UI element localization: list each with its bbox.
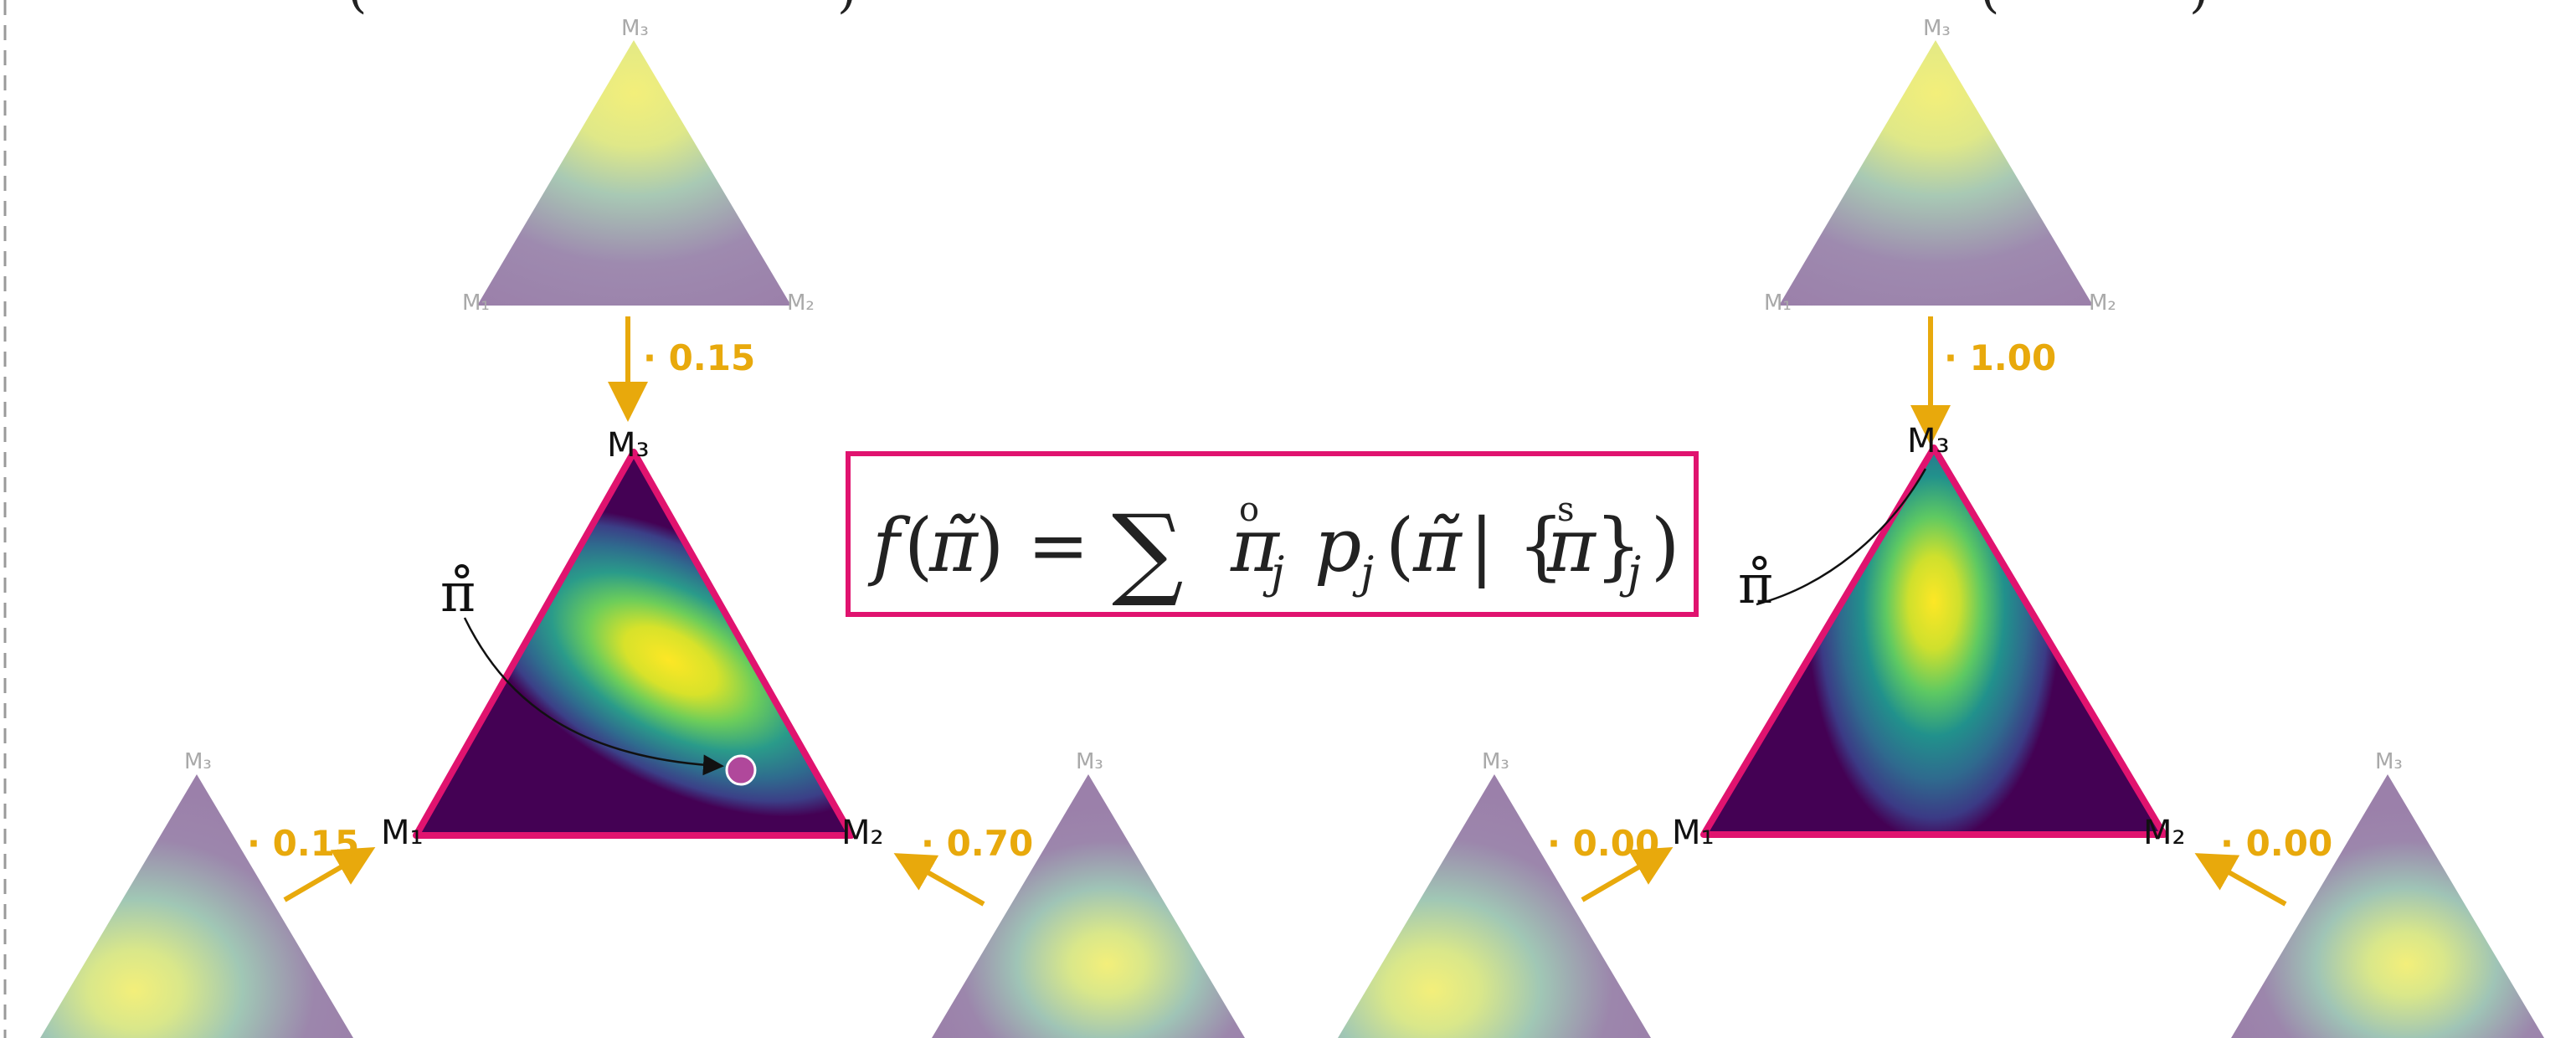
vertex-label-m1: M₁ bbox=[381, 814, 424, 852]
top-fragment-right-close: ) bbox=[2189, 0, 2208, 19]
top-fragment-left-close: ) bbox=[837, 0, 856, 19]
vertex-label-m3: M₃ bbox=[1907, 422, 1950, 460]
density-area bbox=[1338, 774, 1651, 1038]
vertex-label-m2: M₂ bbox=[2143, 814, 2186, 852]
vertex-label-m3: M₃ bbox=[1923, 16, 1951, 41]
weight-arrow-bottom-left bbox=[283, 846, 376, 902]
vertex-label-m3: M₃ bbox=[1482, 749, 1509, 774]
triangle-frame bbox=[413, 449, 855, 839]
weight-label-top: · 0.15 bbox=[643, 337, 755, 378]
weight-label-bottom-left: · 0.15 bbox=[247, 823, 359, 864]
formula-bar-open: | { bbox=[1469, 502, 1565, 588]
vertex-label-m3: M₃ bbox=[607, 426, 650, 465]
formula-open2: ( bbox=[1386, 502, 1414, 588]
formula-frame bbox=[846, 451, 1699, 617]
weight-label-bottom-left: · 0.00 bbox=[1547, 823, 1659, 864]
pi-ring-label: π̊ bbox=[1738, 554, 1773, 616]
vertex-label-m1: M₁ bbox=[1764, 290, 1792, 316]
formula-ring-mark: o bbox=[1239, 491, 1259, 529]
pointer-arrow bbox=[463, 617, 724, 776]
weight-label-bottom-right: · 0.00 bbox=[2220, 823, 2332, 864]
formula-box: f ( π̃ ) = ∑ π o j p j ( π̃ | { π s } j … bbox=[846, 451, 1699, 617]
triangle-frame bbox=[1700, 444, 2167, 838]
formula-pi-s: π bbox=[1546, 502, 1597, 588]
density-area bbox=[932, 774, 1245, 1038]
formula-open1: ( bbox=[904, 502, 933, 588]
density-area bbox=[1704, 448, 2164, 835]
left-small-bottom-right-triangle: M₃ bbox=[932, 749, 1245, 1038]
top-fragment-right-open: ( bbox=[1980, 0, 1999, 19]
weight-arrow-bottom-right bbox=[2194, 853, 2287, 907]
left-small-bottom-left-triangle: M₃ bbox=[40, 749, 353, 1038]
weight-arrow-bottom-right bbox=[893, 853, 985, 907]
density-area bbox=[2231, 774, 2544, 1038]
pointer-line bbox=[1756, 468, 1927, 606]
formula-pi-tilde-2: π̃ bbox=[1412, 502, 1463, 588]
formula-close1-eq: ) = bbox=[975, 502, 1089, 588]
right-panel: M₃ M₁ M₂ · 1.00 M₃ · 0.00 M₃ · 0.00 M₃ M… bbox=[1338, 16, 2544, 1038]
right-small-bottom-right-triangle: M₃ bbox=[2231, 749, 2544, 1038]
vertex-label-m2: M₂ bbox=[787, 290, 815, 316]
weight-label-top: · 1.00 bbox=[1944, 337, 2056, 378]
vertex-label-m2: M₂ bbox=[841, 814, 884, 852]
pi-ring-label: π̊ bbox=[440, 563, 476, 624]
formula-pi-ring: π bbox=[1230, 502, 1281, 588]
density-area bbox=[416, 452, 851, 835]
observed-point bbox=[725, 754, 757, 786]
weight-label-bottom-right: · 0.70 bbox=[921, 823, 1033, 864]
vertex-label-m2: M₂ bbox=[2089, 290, 2116, 316]
vertex-label-m3: M₃ bbox=[2375, 749, 2403, 774]
vertex-label-m1: M₁ bbox=[462, 290, 490, 316]
formula-pi-tilde-1: π̃ bbox=[928, 502, 979, 588]
density-area bbox=[477, 40, 791, 306]
left-panel: M₃ M₁ M₂ · 0.15 M₃ · 0.15 M₃ · 0.70 M₃ M… bbox=[40, 16, 1245, 1038]
top-fragment-left-open: ( bbox=[347, 0, 367, 19]
vertex-label-m3: M₃ bbox=[1076, 749, 1103, 774]
formula-p: p bbox=[1314, 502, 1361, 588]
left-main-triangle: M₃ M₁ M₂ bbox=[381, 426, 884, 852]
formula-s-mark: s bbox=[1557, 491, 1575, 529]
formula-sum: ∑ bbox=[1112, 494, 1184, 610]
formula-close-brace: } bbox=[1595, 502, 1642, 588]
left-small-top-triangle: M₃ M₁ M₂ bbox=[462, 16, 815, 316]
vertex-label-m3: M₃ bbox=[621, 16, 649, 41]
density-area bbox=[40, 774, 353, 1038]
formula-close2: ) bbox=[1651, 502, 1679, 588]
right-small-top-triangle: M₃ M₁ M₂ bbox=[1764, 16, 2116, 316]
weight-arrow-bottom-left bbox=[1581, 846, 1674, 902]
density-area bbox=[1779, 40, 2093, 306]
right-main-triangle: M₃ M₁ M₂ bbox=[1672, 422, 2186, 852]
vertex-label-m3: M₃ bbox=[184, 749, 212, 774]
vertex-label-m1: M₁ bbox=[1672, 814, 1715, 852]
right-small-bottom-left-triangle: M₃ bbox=[1338, 749, 1651, 1038]
